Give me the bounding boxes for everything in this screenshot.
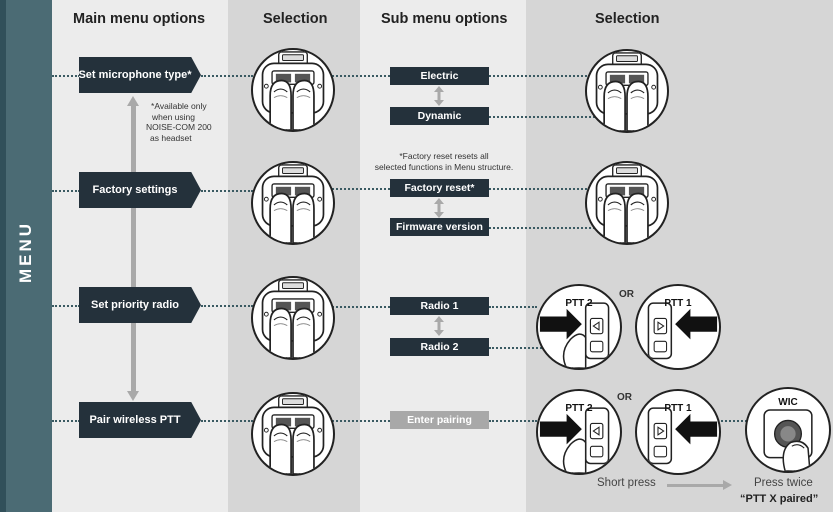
ptt-1-label: PTT 1 bbox=[664, 298, 692, 309]
up-down-arrow-icon bbox=[434, 198, 444, 218]
sub-menu-dynamic[interactable]: Dynamic bbox=[390, 107, 489, 125]
note-line: *Available only bbox=[151, 101, 207, 111]
dotted-connector bbox=[332, 188, 390, 190]
ptt-1-press-illustration: PTT 1 bbox=[635, 389, 721, 475]
dotted-connector bbox=[332, 420, 390, 422]
arrow-down-icon bbox=[127, 391, 139, 401]
dotted-connector bbox=[489, 306, 537, 308]
dotted-connector bbox=[489, 227, 599, 229]
dotted-connector bbox=[201, 75, 253, 77]
wic-label: WIC bbox=[778, 397, 798, 408]
dotted-connector bbox=[201, 190, 253, 192]
note-line: as headset bbox=[150, 132, 192, 143]
sub-menu-radio-2[interactable]: Radio 2 bbox=[390, 338, 489, 356]
ptt-1-press-illustration: PTT 1 bbox=[635, 284, 721, 370]
menu-cycle-line bbox=[131, 103, 136, 393]
arrow-right-icon bbox=[723, 480, 732, 490]
sub-menu-firmware-version[interactable]: Firmware version bbox=[390, 218, 489, 236]
sequence-arrow-line bbox=[667, 484, 725, 487]
dotted-connector bbox=[489, 420, 537, 422]
paired-confirmation: “PTT X paired” bbox=[740, 493, 819, 505]
selection-header-2: Selection bbox=[595, 11, 660, 27]
wic-press-illustration: WIC bbox=[745, 387, 831, 473]
note-line: selected functions in Menu structure. bbox=[374, 161, 514, 172]
dotted-connector bbox=[201, 305, 253, 307]
thumbs-press-device-icon bbox=[585, 49, 669, 133]
or-label: OR bbox=[619, 289, 634, 300]
main-menu-pair-wireless-ptt[interactable]: Pair wireless PTT bbox=[79, 402, 201, 438]
sub-menu-header: Sub menu options bbox=[381, 11, 508, 27]
sub-menu-radio-1[interactable]: Radio 1 bbox=[390, 297, 489, 315]
thumbs-press-device-icon bbox=[251, 276, 335, 360]
thumbs-press-device-icon bbox=[251, 161, 335, 245]
dotted-connector bbox=[201, 420, 253, 422]
press-twice-label: Press twice bbox=[754, 477, 813, 489]
dotted-connector bbox=[332, 306, 390, 308]
thumbs-press-device-icon bbox=[251, 392, 335, 476]
dotted-connector bbox=[52, 305, 80, 307]
ptt-2-press-illustration: PTT 2 bbox=[536, 389, 622, 475]
dotted-connector bbox=[332, 75, 390, 77]
dotted-connector bbox=[489, 75, 587, 77]
menu-sidebar: MENU bbox=[0, 0, 52, 512]
ptt-2-label: PTT 2 bbox=[565, 298, 593, 309]
main-menu-set-microphone-type[interactable]: Set microphone type* bbox=[79, 57, 201, 93]
note-line: NOISE-COM 200 bbox=[146, 122, 212, 132]
ptt-2-press-illustration: PTT 2 bbox=[536, 284, 622, 370]
note-line: when using bbox=[152, 111, 196, 122]
short-press-label: Short press bbox=[597, 477, 656, 489]
sub-menu-factory-reset[interactable]: Factory reset* bbox=[390, 179, 489, 197]
menu-sidebar-label: MENU bbox=[16, 220, 35, 284]
or-label: OR bbox=[617, 392, 632, 403]
main-menu-set-priority-radio[interactable]: Set priority radio bbox=[79, 287, 201, 323]
dotted-connector bbox=[52, 190, 80, 192]
sidebar-border bbox=[0, 0, 6, 512]
ptt-2-label: PTT 2 bbox=[565, 403, 593, 414]
note-line: *Factory reset resets all bbox=[399, 151, 489, 161]
thumbs-press-device-icon bbox=[585, 161, 669, 245]
dotted-connector bbox=[52, 75, 80, 77]
dotted-connector bbox=[52, 420, 80, 422]
dotted-connector bbox=[489, 347, 545, 349]
up-down-arrow-icon bbox=[434, 86, 444, 106]
sub-menu-enter-pairing[interactable]: Enter pairing bbox=[390, 411, 489, 429]
thumbs-press-device-icon bbox=[251, 48, 335, 132]
dotted-connector bbox=[489, 188, 587, 190]
ptt-1-label: PTT 1 bbox=[664, 403, 692, 414]
up-down-arrow-icon bbox=[434, 316, 444, 336]
arrow-up-icon bbox=[127, 96, 139, 106]
dotted-connector bbox=[721, 420, 747, 422]
dotted-connector bbox=[489, 116, 599, 118]
main-menu-header: Main menu options bbox=[73, 11, 206, 27]
selection-header-1: Selection bbox=[263, 11, 328, 27]
sub-menu-electric[interactable]: Electric bbox=[390, 67, 489, 85]
microphone-note: *Available only when using NOISE-COM 200… bbox=[146, 101, 212, 143]
main-menu-factory-settings[interactable]: Factory settings bbox=[79, 172, 201, 208]
factory-reset-note: *Factory reset resets all selected funct… bbox=[369, 151, 519, 172]
